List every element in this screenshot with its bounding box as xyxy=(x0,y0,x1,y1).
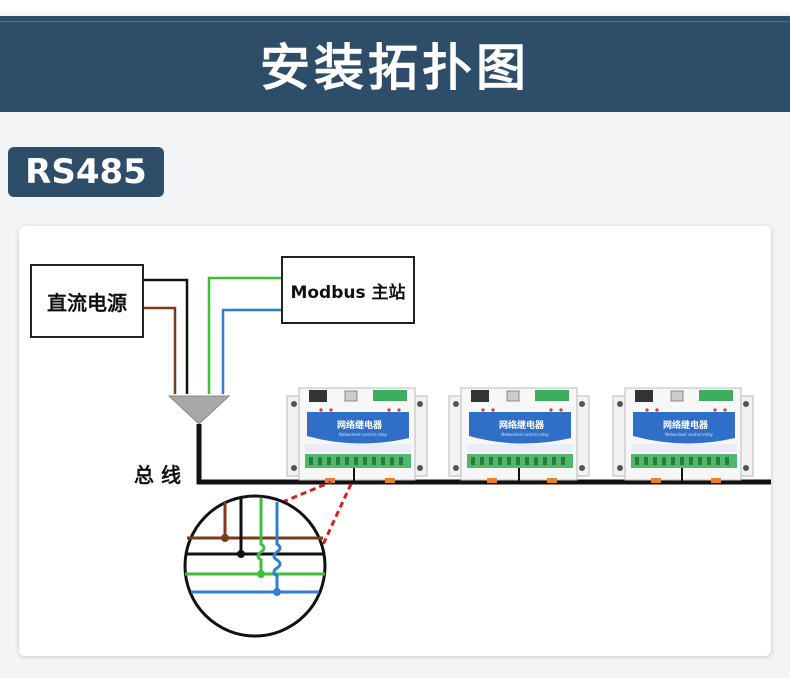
topology-panel: 网络继电器 Networked control relay xyxy=(19,226,771,656)
power-supply-box: 直流电源 xyxy=(30,264,144,338)
modbus-master-label: Modbus 主站 xyxy=(290,282,406,303)
section-badge: RS485 xyxy=(8,147,164,197)
banner-stripe xyxy=(0,21,790,22)
page-title: 安装拓扑图 xyxy=(260,39,530,97)
modbus-master-box: Modbus 主站 xyxy=(281,256,415,324)
power-supply-label: 直流电源 xyxy=(47,290,127,315)
header-banner: 安装拓扑图 xyxy=(0,16,790,112)
topology-diagram: 网络继电器 Networked control relay xyxy=(144,276,771,638)
top-white-strip xyxy=(0,0,790,12)
bus-label: 总 线 xyxy=(134,463,181,487)
